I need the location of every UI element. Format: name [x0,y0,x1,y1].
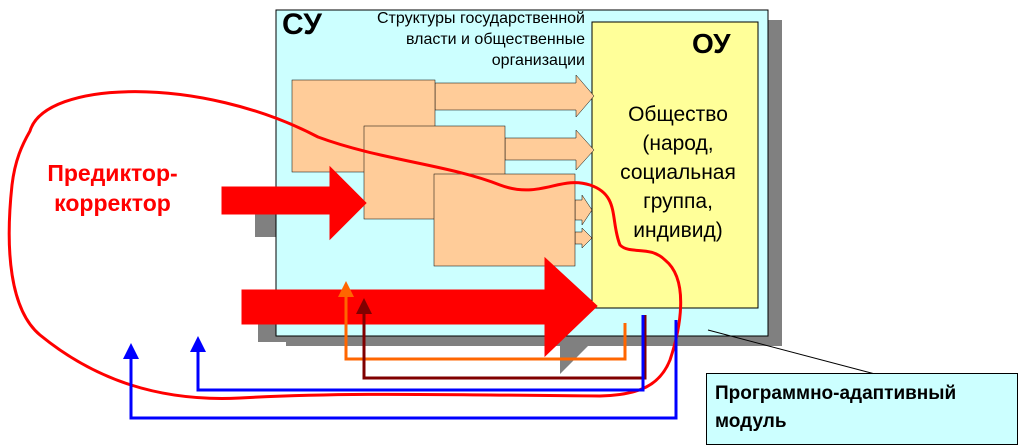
control-block-3 [433,173,576,267]
control-system-description: Структуры государственной власти и общес… [330,8,585,71]
control-system-label: СУ [282,8,322,41]
ou-desc-line: (народ, [642,132,714,155]
predictor-line: Предиктор- [47,160,178,186]
ou-desc-line: социальная [620,161,736,184]
controlled-object-box [591,21,759,309]
su-desc-line: Структуры государственной [377,10,585,27]
su-desc-line: организации [491,52,585,69]
module-callout-line [707,329,876,375]
ou-desc-line: Общество [628,103,728,126]
predictor-corrector-label: Предиктор- корректор [20,158,205,218]
su-desc-line: власти и общественные [405,31,585,48]
feedback-line-orange [344,288,627,361]
block-1-arrow [434,74,595,118]
feedback-arrowhead-blue-inner [190,336,206,352]
ou-desc-line: группа, [643,190,713,213]
feedback-line-blue-outer [129,320,678,420]
predictor-loop [7,90,683,400]
ou-desc-line: индивид) [633,219,723,242]
controlled-object-label: ОУ [692,28,731,59]
module-line: модуль [715,411,787,432]
module-line: Программно-адаптивный [715,383,957,404]
block-2-arrow [504,129,595,171]
feedback-arrowhead-orange [338,281,354,297]
input-arrow [221,165,367,241]
feedback-arrowhead-darkred [356,298,372,314]
feedback-line-darkred [362,305,647,380]
block-3-arrow-upper [574,194,593,226]
adaptive-module-box: Программно-адаптивный модуль [706,373,1018,445]
controlled-object-description: Общество (народ, социальная группа, инди… [598,100,758,245]
main-control-arrow [241,256,598,358]
predictor-line: корректор [54,190,171,216]
feedback-arrowhead-blue-outer [123,343,139,359]
block-3-arrow-lower [574,227,593,249]
feedback-line-blue-inner [196,315,645,392]
